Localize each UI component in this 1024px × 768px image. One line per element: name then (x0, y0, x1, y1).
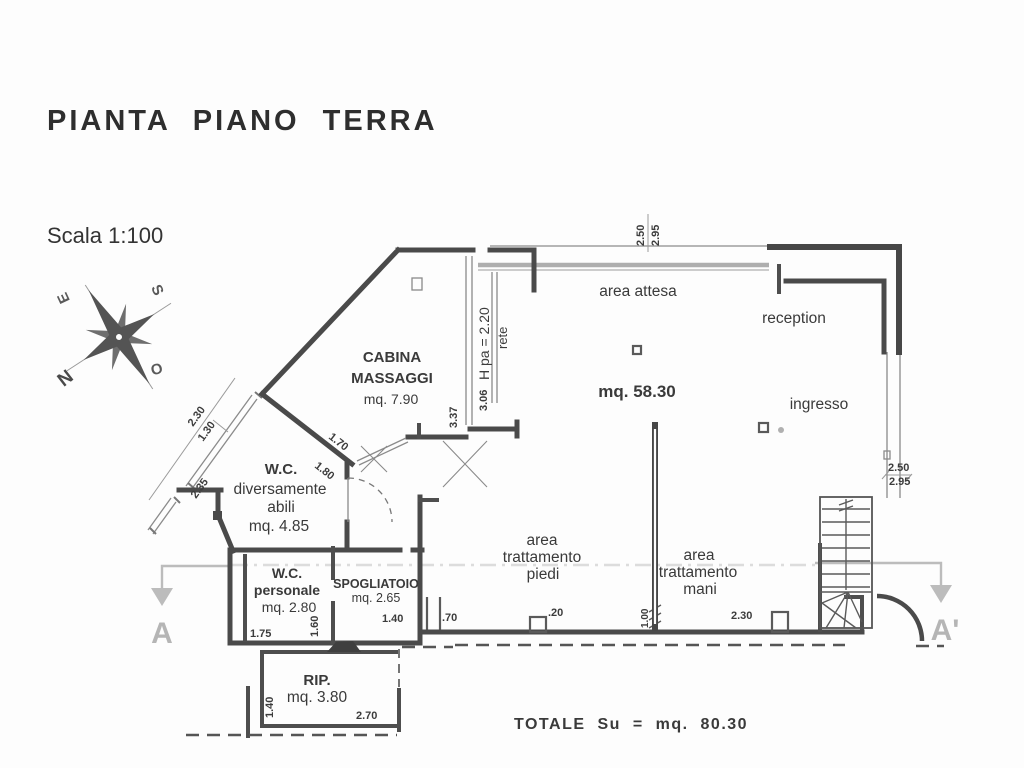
dim-diag-170: 1.70 (326, 431, 350, 454)
dim-pers-width: 1.75 (250, 628, 271, 640)
room-label-piedi-1: area (526, 532, 557, 549)
stair-winders (820, 591, 872, 629)
annotations: H pa = 2.20 rete (476, 307, 510, 380)
rete-partition-lines (465, 256, 473, 425)
room-area-wc-pers: mq. 2.80 (262, 599, 317, 615)
window-end-caps (149, 391, 263, 535)
door-cross-mark (360, 445, 388, 473)
right-window-tick (883, 450, 891, 460)
dim-right-a: 2.50 (888, 462, 909, 474)
room-label-piedi-2: trattamento (503, 549, 581, 566)
dim-niche: .70 (442, 612, 457, 624)
room-label-mani-3: mani (683, 581, 717, 598)
diagonal-window-upper (185, 394, 258, 491)
dim-top-b: 2.95 (650, 225, 662, 246)
dim-spog-width: 1.40 (382, 613, 403, 625)
room-label-reception: reception (762, 310, 826, 327)
page-title: PIANTA PIANO TERRA (47, 105, 438, 137)
door-cross-mark (442, 440, 488, 488)
dashed-lines (186, 643, 944, 737)
dim-rete-left: 3.37 (448, 407, 460, 428)
stair-outline (819, 496, 873, 629)
wc-door-swing-arc (347, 477, 393, 523)
compass-star (66, 284, 172, 390)
wall-bump (770, 610, 790, 634)
room-label-wc-pers-2: personale (254, 582, 320, 598)
room-area-wc-dis: mq. 4.85 (249, 518, 309, 535)
dim-pers-height: 1.60 (309, 616, 321, 637)
section-label-a-prime: A' (931, 614, 960, 647)
dim-diag-180: 1.80 (312, 460, 336, 483)
room-area-rip: mq. 3.80 (287, 689, 348, 706)
ramp-wedge (327, 641, 361, 652)
total-area-label: TOTALE Su = mq. 80.30 (514, 716, 748, 733)
wall-bump (528, 615, 548, 634)
section-elbow-left (160, 564, 232, 588)
room-label-area-attesa: area attesa (599, 283, 677, 300)
room-label-spogliatoio: SPOGLIATOIO (333, 577, 419, 591)
compass-label-s: S (147, 282, 167, 298)
room-label-cabina-2: MASSAGGI (351, 370, 433, 387)
column-marker (631, 344, 643, 356)
compass-center (116, 334, 122, 340)
dim-right-b: 2.95 (889, 476, 910, 488)
staircase (819, 496, 873, 629)
section-elbow-right (815, 561, 943, 585)
dim-bump: .20 (548, 607, 563, 619)
room-label-rip: RIP. (303, 672, 330, 689)
room-label-mani-1: area (683, 547, 714, 564)
annotation-h-pa: H pa = 2.20 (476, 307, 492, 380)
room-label-wc-dis-1: W.C. (265, 461, 298, 478)
diagonal-dimension-line (148, 377, 236, 501)
room-label-wc-pers-1: W.C. (272, 565, 302, 581)
diagonal-dim-divider (212, 419, 229, 433)
scale-label: Scala 1:100 (47, 223, 163, 248)
thin-lines (147, 214, 913, 632)
room-label-mani-2: trattamento (659, 564, 737, 581)
dim-rip-width: 2.70 (356, 710, 377, 722)
dim-rip-height: 1.40 (264, 697, 276, 718)
compass-rose: E S N O (54, 282, 172, 391)
room-label-wc-dis-2: diversamente (233, 481, 326, 498)
dim-mani-width: 2.30 (731, 610, 752, 622)
column-dot (778, 427, 784, 433)
room-label-ingresso: ingresso (790, 396, 849, 413)
section-arrow-left (151, 588, 173, 606)
column-marker (757, 421, 770, 434)
compass-label-e: E (54, 290, 74, 306)
room-labels: area attesa reception mq. 58.30 ingresso… (233, 283, 848, 706)
right-dim-fraction (881, 470, 913, 483)
doors (347, 437, 488, 523)
wall-column (213, 511, 222, 520)
annotation-rete: rete (495, 327, 510, 349)
room-area-spogliatoio: mq. 2.65 (352, 591, 401, 605)
dim-partition: 1.00 (640, 608, 651, 628)
wall-thick-segments (176, 246, 887, 646)
room-area-sala: mq. 58.30 (598, 382, 676, 401)
dim-top-a: 2.50 (635, 225, 647, 246)
room-label-cabina-1: CABINA (363, 349, 421, 366)
room-label-wc-dis-3: abili (267, 499, 295, 516)
niche-stubs (425, 597, 442, 632)
wall-notch (411, 277, 423, 291)
walls (176, 244, 925, 738)
wall-medium-segments (243, 264, 864, 738)
diagonal-window-lower (147, 497, 177, 535)
compass-label-n: N (54, 366, 78, 391)
room-label-piedi-3: piedi (527, 566, 560, 583)
stair-break-mark (838, 499, 854, 512)
dim-rete-right: 3.06 (478, 390, 490, 411)
section-arrow-right (930, 585, 952, 603)
compass-label-o: O (149, 360, 165, 380)
door-leaf-diagonal (356, 437, 409, 466)
columns (631, 344, 784, 434)
section-label-a: A (151, 617, 173, 650)
entrance-door-arc (876, 593, 925, 642)
room-area-cabina: mq. 7.90 (364, 391, 419, 407)
section-line (151, 561, 952, 606)
corridor-partition-lines (491, 272, 498, 403)
